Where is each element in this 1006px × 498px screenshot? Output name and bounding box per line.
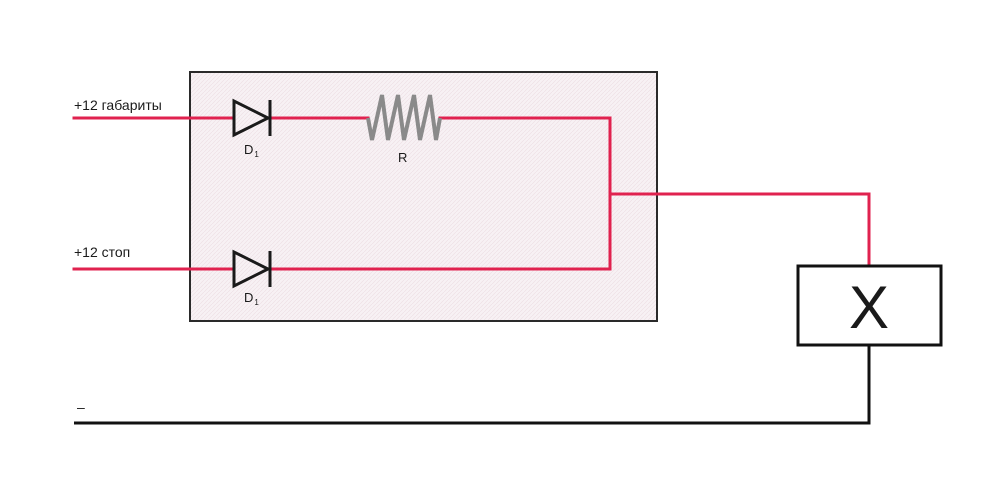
label-resistor: R	[398, 150, 407, 165]
diode-top-letter: D	[244, 142, 253, 157]
wire-junction-to-lamp	[608, 192, 871, 268]
diode-bottom-icon	[232, 249, 272, 289]
label-parking-input: +12 габариты	[74, 97, 162, 113]
diode-bottom-subscript: 1	[254, 298, 259, 307]
positive-wires	[72, 116, 871, 271]
diode-top-icon	[232, 98, 272, 138]
resistor-icon	[366, 94, 442, 141]
module-box	[189, 71, 658, 322]
label-ground: –	[77, 399, 85, 415]
lamp-box	[796, 264, 943, 347]
diode-top-subscript: 1	[254, 150, 259, 159]
label-stop-input: +12 стоп	[74, 244, 130, 260]
wire-ground	[74, 345, 871, 425]
label-lamp: X	[849, 274, 889, 341]
label-diode-bottom: D1	[244, 290, 259, 307]
diode-bottom-letter: D	[244, 290, 253, 305]
label-diode-top: D1	[244, 142, 259, 159]
wire-resistor-to-junction	[438, 116, 612, 271]
